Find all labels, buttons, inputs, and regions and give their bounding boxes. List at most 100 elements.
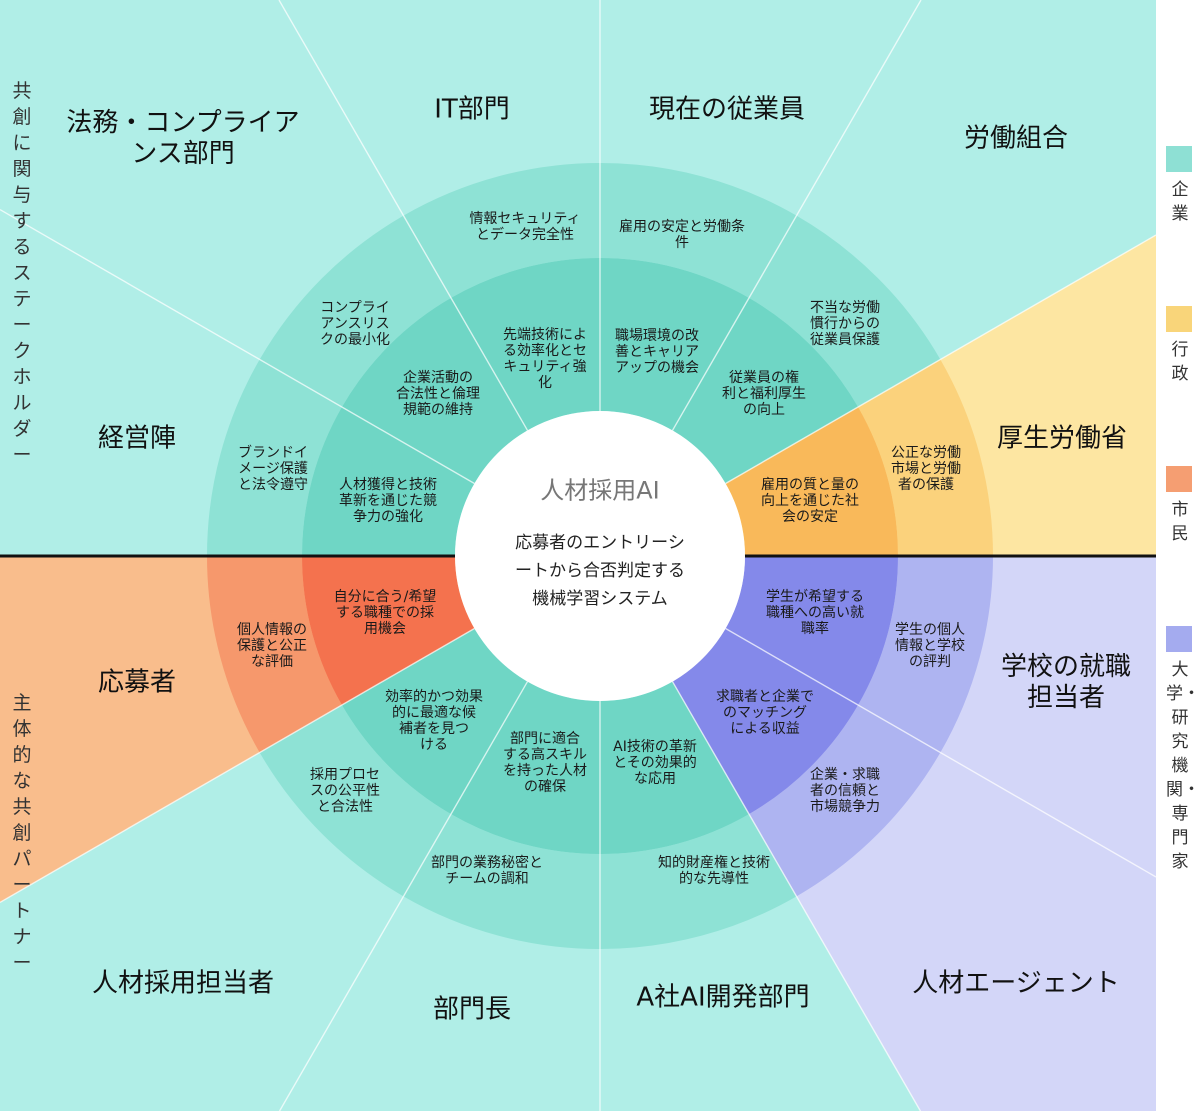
value-label-line: 用機会 [364, 621, 406, 637]
stakeholder-label-line: 労働組合 [964, 123, 1068, 153]
concern-label: 企業・求職者の信頼と市場競争力 [810, 766, 880, 815]
legend-label-academia: 大学・研究機関・専門家 [1166, 660, 1200, 872]
concern-label: ブランドイメージ保護と法令遵守 [238, 444, 308, 493]
concern-ring-segment [207, 359, 342, 556]
value-ring [302, 258, 898, 854]
legend-swatch-company [1166, 146, 1192, 172]
legend-label-government: 行政 [1171, 340, 1189, 384]
concern-label-line: 採用プロセ [310, 767, 380, 783]
concern-label-line: 情報と学校 [895, 637, 965, 654]
value-label: 雇用の質と量の向上を通じた社会の安定 [761, 476, 859, 525]
concern-label-line: 雇用の安定と労働条 [619, 218, 745, 235]
value-label-line: する高スキル [503, 746, 587, 763]
concern-label-line: 情報セキュリティ [469, 211, 580, 227]
stakeholder-label: 人材エージェント [912, 968, 1119, 998]
value-label-line: 企業活動の [403, 369, 473, 386]
legend-swatch-citizen [1166, 466, 1192, 492]
stakeholder-labels: 法務・コンプライアンス部門IT部門現在の従業員労働組合経営陣厚生労働省応募者学校… [66, 94, 1131, 1024]
value-labels: 先端技術による効率化とセキュリティ強化職場環境の改善とキャリアアップの機会企業活… [334, 327, 864, 795]
concern-label: 情報セキュリティとデータ完全性 [469, 211, 580, 243]
value-label-line: 革新を通じた競 [339, 493, 437, 509]
stakeholder-label-line: 現在の従業員 [649, 94, 805, 124]
value-ring-segment [341, 297, 528, 484]
stakeholder-label-line: 学校の就職 [1001, 652, 1131, 682]
value-label-line: 人材獲得と技術 [339, 476, 437, 493]
concern-label-line: 公正な労働 [891, 445, 961, 461]
concern-label-line: と合法性 [317, 799, 373, 815]
center-description-line: ートから合否判定する [515, 561, 685, 581]
value-label-line: 化 [538, 375, 552, 391]
stakeholder-label: 応募者 [98, 667, 176, 697]
value-label: 従業員の権利と福利厚生の向上 [722, 369, 806, 418]
value-label-line: を持った人材 [503, 763, 587, 779]
concern-ring-segment [749, 215, 941, 407]
stakeholder-label-line: 部門長 [433, 994, 511, 1024]
concern-ring [207, 163, 993, 949]
sector-divider [725, 627, 1157, 878]
side-label-cocreation-partners: 主体的な共創パートナー [12, 692, 32, 974]
value-label: 先端技術による効率化とセキュリティ強化 [503, 327, 587, 391]
concern-label-line: スの公平性 [310, 783, 380, 799]
value-ring-segment [451, 258, 600, 431]
stakeholder-label: A社AI開発部門 [636, 982, 809, 1012]
value-label-line: 職率 [801, 620, 829, 637]
legend-item-government: 行政 [1166, 306, 1194, 386]
value-label: 効率的かつ効果的に最適な候補者を見つける [385, 688, 483, 753]
sector-dividers [0, 0, 1156, 1111]
concern-label-line: ブランドイ [238, 444, 308, 461]
concern-ring-segment [600, 814, 797, 949]
concern-label-line: 学生の個人 [895, 622, 965, 638]
concern-label-line: メージ保護 [238, 461, 308, 477]
center-circle [455, 411, 745, 701]
stakeholder-label: 法務・コンプライアンス部門 [66, 108, 299, 169]
value-label-line: ける [420, 737, 448, 753]
value-label: 人材獲得と技術革新を通じた競争力の強化 [339, 476, 437, 525]
concern-label-line: 不当な労働 [810, 300, 880, 316]
legend-item-company: 企業 [1166, 146, 1194, 226]
center-description: 応募者のエントリーシートから合否判定する機械学習システム [515, 533, 685, 609]
value-label-line: 従業員の権 [729, 369, 799, 386]
concern-ring-segment [403, 163, 600, 298]
concern-label: 不当な労働慣行からの従業員保護 [810, 300, 880, 348]
concern-label-line: の評判 [909, 654, 951, 670]
concern-label-line: クの最小化 [320, 332, 390, 348]
concern-ring-segment [207, 556, 342, 753]
stakeholder-label-line: 厚生労働省 [997, 423, 1127, 453]
value-label-line: AI技術の革新 [613, 739, 697, 755]
center-title: 人材採用AI [540, 477, 660, 505]
value-label-line: する職種での採 [336, 605, 434, 621]
concern-ring-segment [858, 359, 993, 556]
value-label: 部門に適合する高スキルを持った人材の確保 [503, 730, 587, 795]
value-label-line: 部門に適合 [510, 730, 580, 747]
stakeholder-label-line: 法務・コンプライア [66, 108, 299, 138]
concern-ring-segment [259, 215, 451, 407]
value-label: AI技術の革新とその効果的な応用 [613, 739, 697, 787]
concern-label-line: 知的財産権と技術 [658, 854, 770, 871]
concern-label-line: な評価 [251, 654, 293, 670]
value-label-line: 会の安定 [782, 509, 838, 525]
value-ring-segment [600, 681, 749, 854]
value-label-line: のマッチング [723, 705, 807, 721]
concern-ring-segment [858, 556, 993, 753]
value-label-line: 合法性と倫理 [396, 386, 480, 402]
sector-divider [0, 627, 475, 904]
value-ring-segment [341, 628, 528, 815]
value-label-line: 雇用の質と量の [761, 476, 859, 493]
center-description-line: 応募者のエントリーシ [515, 533, 685, 553]
value-label-line: 職場環境の改 [615, 328, 699, 344]
value-ring-segment [302, 556, 475, 705]
legend-swatch-government [1166, 306, 1192, 332]
stakeholder-label-line: ンス部門 [131, 139, 234, 169]
concern-ring-segment [749, 705, 941, 897]
value-label-line: 的に最適な候 [392, 704, 476, 721]
concern-label: 採用プロセスの公平性と合法性 [310, 767, 380, 815]
value-label-line: アップの機会 [615, 360, 699, 376]
concern-label-line: 保護と公正 [237, 638, 307, 654]
value-label: 学生が希望する職種への高い就職率 [766, 589, 864, 637]
stakeholder-label-line: 人材採用担当者 [92, 968, 274, 998]
sector-divider [671, 681, 922, 1112]
stakeholder-label: IT部門 [434, 94, 510, 124]
concern-label-line: アンスリス [320, 316, 389, 332]
value-ring-segment [302, 407, 475, 556]
